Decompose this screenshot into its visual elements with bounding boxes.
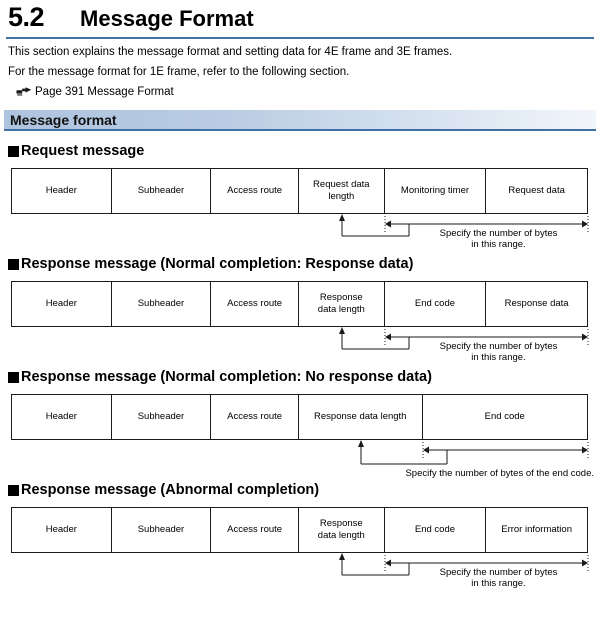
frame-field-cell: Access route <box>211 508 299 552</box>
bullet-square-icon <box>8 145 19 157</box>
section-number: 5.2 <box>8 2 45 32</box>
frame-field-cell: Request data length <box>299 169 385 213</box>
cross-reference-label: Page 391 Message Format <box>35 86 174 98</box>
message-format-band: Message format <box>4 110 596 131</box>
frame-field-cell: End code <box>484 411 525 422</box>
title-rule <box>6 37 594 39</box>
bullet-square-icon <box>8 258 19 270</box>
annotation-caption: Specify the number of bytes of the end c… <box>405 468 594 479</box>
frame-field-cell: End code <box>385 508 487 552</box>
page-title: 5.2 Message Format <box>0 0 600 31</box>
bullet-square-icon <box>8 371 19 383</box>
intro-line-1: This section explains the message format… <box>8 46 453 58</box>
frame-field-cell: Response data length <box>299 395 423 439</box>
section-title: Message Format <box>80 6 254 31</box>
frame-field-cell: Access route <box>211 169 299 213</box>
intro-line-2: For the message format for 1E frame, ref… <box>8 66 350 78</box>
message-format-band-label: Message format <box>10 111 117 128</box>
frame-field-cell: Subheader <box>112 508 212 552</box>
intro-block: This section explains the message format… <box>0 39 600 100</box>
diagram-heading: Response message (Normal completion: Res… <box>8 255 600 273</box>
frame-field-cell: End code <box>385 282 487 326</box>
diagram-heading-label: Request message <box>21 143 145 159</box>
frame-field-cell: Header <box>12 395 112 439</box>
diagram-heading: Response message (Abnormal completion) <box>8 481 600 499</box>
frame-field-cell: Subheader <box>112 282 212 326</box>
frame-field-cell: Monitoring timer <box>385 169 487 213</box>
frame-field-cell: Subheader <box>112 169 212 213</box>
bullet-square-icon <box>8 484 19 496</box>
diagram-heading-label: Response message (Normal completion: Res… <box>21 256 414 272</box>
frame-field-cell: Error information <box>501 524 572 535</box>
frame-field-cell: Header <box>12 169 112 213</box>
frame-field-cell: Access route <box>211 282 299 326</box>
frame-field-cell: Subheader <box>112 395 212 439</box>
pointing-hand-icon <box>16 86 32 98</box>
frame-field-cell: Response data <box>504 298 569 309</box>
frame-annotation: Specify the number of bytes of the end c… <box>0 440 600 479</box>
diagram-heading-label: Response message (Abnormal completion) <box>21 482 320 498</box>
cross-reference-link[interactable]: Page 391 Message Format <box>16 84 592 100</box>
diagram-heading: Request message <box>8 142 600 160</box>
diagram-heading: Response message (Normal completion: No … <box>8 368 600 386</box>
frame-field-cell: Header <box>12 282 112 326</box>
frame-field-cell: Request data <box>508 185 565 196</box>
frame-field-cell: Access route <box>211 395 299 439</box>
frame-field-cell: Header <box>12 508 112 552</box>
diagram-heading-label: Response message (Normal completion: No … <box>21 369 432 385</box>
